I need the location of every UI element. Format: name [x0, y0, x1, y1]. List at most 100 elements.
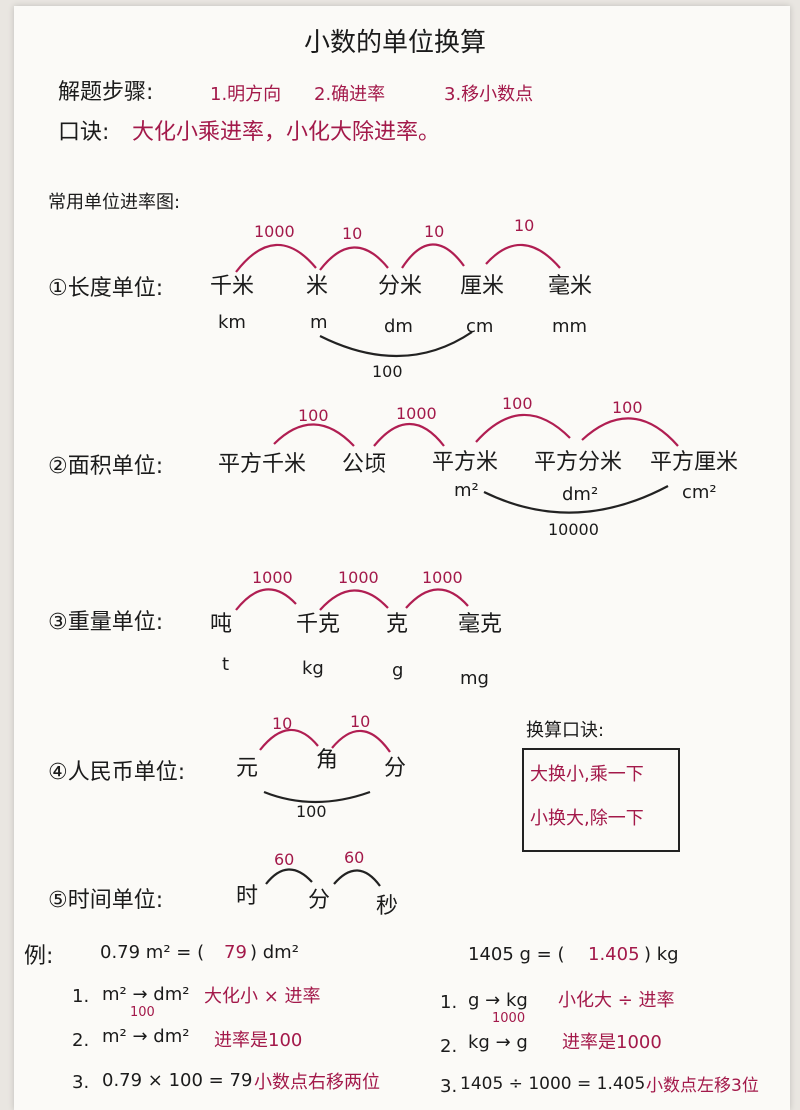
arc-length-span — [319, 331, 473, 358]
example-right-step2-num: 2. — [440, 1036, 458, 1057]
arc-time-1 — [265, 868, 313, 885]
example-right-step2-note: 进率是1000 — [562, 1032, 662, 1053]
length-span-rate: 100 — [372, 362, 403, 381]
step-item-1: 1.明方向 — [210, 84, 282, 105]
arc-area-1 — [273, 423, 355, 447]
money-unit-3: 分 — [384, 756, 407, 781]
example-right-problem-a: 1405 g = ( — [468, 944, 565, 965]
example-left-problem-a: 0.79 m² = ( — [100, 942, 205, 963]
area-unit-3: 平方米 — [432, 450, 499, 475]
weight-symbol-2: kg — [302, 658, 324, 679]
weight-rate-2: 1000 — [338, 568, 379, 587]
length-unit-1: 千米 — [210, 274, 255, 299]
arc-money-2 — [331, 729, 391, 753]
example-right-step2-over: 1000 — [492, 1011, 526, 1026]
length-rate-3: 10 — [424, 222, 445, 241]
weight-label: ③重量单位: — [48, 610, 164, 635]
time-rate-1: 60 — [274, 850, 295, 869]
example-left-step2-num: 2. — [72, 1030, 90, 1051]
example-left-answer: 79 — [224, 942, 247, 963]
length-unit-4: 厘米 — [460, 274, 505, 299]
arc-time-2 — [333, 869, 381, 887]
money-rate-2: 10 — [350, 712, 371, 731]
rate-arcs — [235, 243, 679, 887]
tip-box-title: 换算口诀: — [526, 720, 605, 741]
length-unit-3: 分米 — [378, 274, 423, 299]
money-label: ④人民币单位: — [48, 760, 186, 785]
area-symbol-dm2: dm² — [562, 484, 599, 505]
steps-label: 解题步骤: — [58, 80, 154, 105]
example-left-step2-over: 100 — [130, 1005, 155, 1020]
example-right-step1-math: g → kg — [468, 990, 528, 1011]
time-rate-2: 60 — [344, 848, 365, 867]
chart-heading: 常用单位进率图: — [48, 192, 181, 213]
example-label: 例: — [24, 944, 54, 969]
arc-area-span — [483, 485, 669, 514]
example-left-step3-math: 0.79 × 100 = 79 — [102, 1070, 253, 1091]
area-symbol-cm2: cm² — [682, 482, 717, 503]
weight-unit-2: 千克 — [296, 612, 341, 637]
arc-length-1 — [235, 243, 317, 273]
time-unit-3: 秒 — [376, 894, 399, 919]
weight-symbol-3: g — [392, 660, 404, 681]
area-unit-1: 平方千米 — [218, 452, 307, 477]
length-unit-2: 米 — [306, 274, 329, 299]
arc-weight-3 — [405, 588, 469, 609]
example-left-step1-num: 1. — [72, 986, 90, 1007]
money-rate-1: 10 — [272, 714, 293, 733]
tip-box — [522, 748, 680, 852]
money-unit-1: 元 — [236, 756, 259, 781]
arc-length-4 — [485, 243, 561, 269]
time-label: ⑤时间单位: — [48, 888, 164, 913]
weight-unit-1: 吨 — [210, 612, 233, 637]
length-rate-1: 1000 — [254, 222, 295, 241]
step-item-2: 2.确进率 — [314, 84, 386, 105]
weight-unit-3: 克 — [386, 612, 409, 637]
tip-line-1: 大换小,乘一下 — [530, 764, 644, 785]
weight-rate-3: 1000 — [422, 568, 463, 587]
area-span-rate: 10000 — [548, 520, 599, 539]
arc-weight-2 — [319, 589, 389, 611]
length-rate-2: 10 — [342, 224, 363, 243]
example-left-step2-note: 进率是100 — [214, 1030, 303, 1051]
money-unit-2: 角 — [316, 748, 339, 773]
arc-money-span — [263, 790, 371, 804]
example-left-step3-num: 3. — [72, 1072, 90, 1093]
time-unit-2: 分 — [308, 888, 331, 913]
example-left-step1-note: 大化小 × 进率 — [204, 986, 321, 1007]
arc-money-1 — [259, 728, 319, 751]
example-left-step3-note: 小数点右移两位 — [254, 1072, 380, 1093]
area-rate-2: 1000 — [396, 404, 437, 423]
area-symbol-m2: m² — [454, 480, 479, 501]
arc-area-4 — [581, 417, 679, 447]
example-right-step3-num: 3. — [440, 1076, 458, 1097]
example-left-step2-math: m² → dm² — [102, 1026, 190, 1047]
example-right-step1-note: 小化大 ÷ 进率 — [558, 990, 675, 1011]
weight-rate-1: 1000 — [252, 568, 293, 587]
length-unit-5: 毫米 — [548, 274, 593, 299]
arc-area-2 — [373, 422, 445, 447]
example-right-step1-num: 1. — [440, 992, 458, 1013]
arc-weight-1 — [235, 588, 297, 611]
arc-length-2 — [319, 246, 389, 271]
rhyme-text: 大化小乘进率，小化大除进率。 — [132, 120, 441, 145]
example-left-problem-b: ) dm² — [250, 942, 299, 963]
page-title: 小数的单位换算 — [304, 28, 487, 58]
tip-line-2: 小换大,除一下 — [530, 808, 644, 829]
length-symbol-5: mm — [552, 316, 588, 337]
length-symbol-1: km — [218, 312, 246, 333]
time-unit-1: 时 — [236, 884, 259, 909]
area-unit-4: 平方分米 — [534, 450, 623, 475]
area-rate-3: 100 — [502, 394, 533, 413]
length-symbol-3: dm — [384, 316, 413, 337]
arc-length-3 — [401, 243, 465, 269]
length-symbol-2: m — [310, 312, 328, 333]
example-right-step3-note: 小数点左移3位 — [646, 1076, 759, 1096]
weight-symbol-1: t — [222, 654, 230, 675]
paper-sheet: 小数的单位换算 解题步骤: 1.明方向 2.确进率 3.移小数点 口诀: 大化小… — [14, 6, 790, 1110]
length-symbol-4: cm — [466, 316, 494, 337]
area-rate-1: 100 — [298, 406, 329, 425]
area-unit-5: 平方厘米 — [650, 450, 739, 475]
area-rate-4: 100 — [612, 398, 643, 417]
example-left-step1-math: m² → dm² — [102, 984, 190, 1005]
